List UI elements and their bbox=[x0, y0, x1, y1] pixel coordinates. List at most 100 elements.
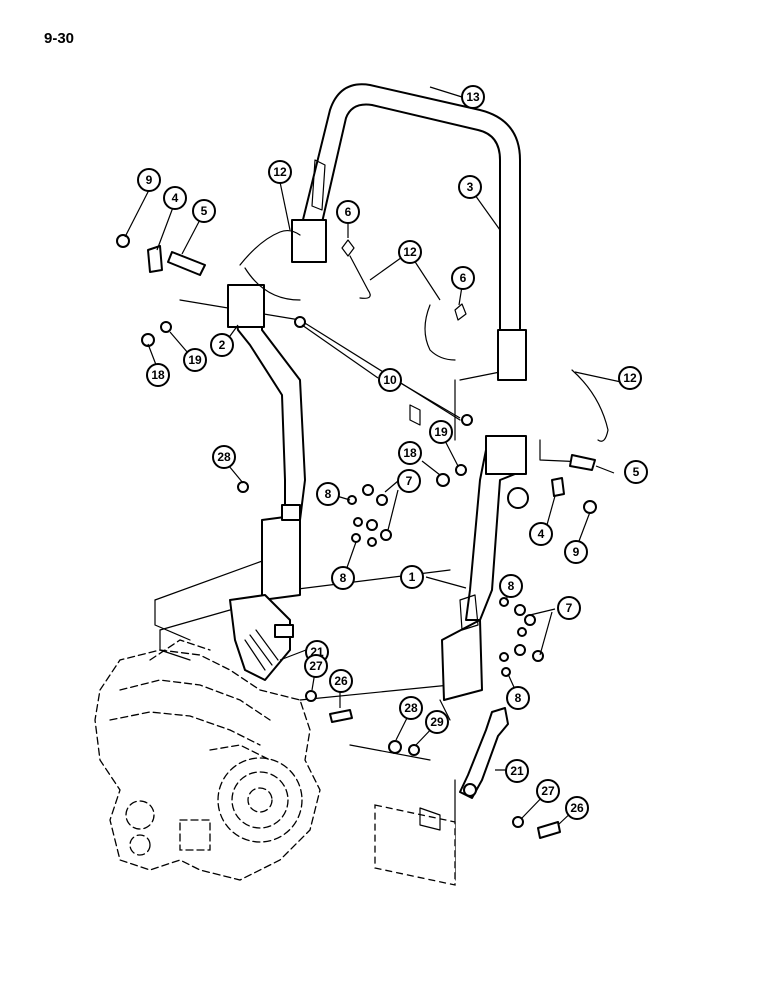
hardware-mid-right bbox=[499, 597, 544, 677]
callout-label: 8 bbox=[508, 579, 515, 593]
callout-part-27: 27 bbox=[304, 654, 328, 678]
leader-lines bbox=[124, 86, 622, 826]
callout-part-8: 8 bbox=[499, 574, 523, 598]
hardware-upper-right bbox=[424, 303, 609, 514]
rops-left-post bbox=[227, 284, 421, 601]
callout-circle bbox=[624, 460, 648, 484]
callout-part-7: 7 bbox=[557, 596, 581, 620]
callout-part-28: 28 bbox=[399, 696, 423, 720]
callout-label: 8 bbox=[340, 571, 347, 585]
callout-label: 12 bbox=[273, 165, 287, 179]
hardware-upper-left bbox=[116, 229, 371, 347]
callout-circle bbox=[425, 710, 449, 734]
callout-part-12: 12 bbox=[398, 240, 422, 264]
callout-label: 6 bbox=[460, 271, 467, 285]
callout-circle bbox=[505, 759, 529, 783]
callout-circle bbox=[316, 482, 340, 506]
callout-circle bbox=[564, 540, 588, 564]
callout-part-21: 21 bbox=[505, 759, 529, 783]
callout-circle bbox=[400, 565, 424, 589]
callout-part-19: 19 bbox=[429, 420, 453, 444]
callout-circle bbox=[268, 160, 292, 184]
callout-part-5: 5 bbox=[192, 199, 216, 223]
callout-part-4: 4 bbox=[163, 186, 187, 210]
callout-circle bbox=[618, 366, 642, 390]
callout-part-5: 5 bbox=[624, 460, 648, 484]
callout-label: 9 bbox=[573, 545, 580, 559]
callout-part-9: 9 bbox=[564, 540, 588, 564]
transmission-housing-dashed bbox=[94, 639, 321, 881]
callout-label: 8 bbox=[515, 691, 522, 705]
rops-upper-hoop bbox=[291, 83, 527, 381]
callout-part-8: 8 bbox=[331, 566, 355, 590]
callout-part-2: 2 bbox=[210, 333, 234, 357]
callout-label: 4 bbox=[172, 191, 179, 205]
callout-label: 7 bbox=[406, 474, 413, 488]
callout-label: 29 bbox=[430, 715, 444, 729]
callout-part-8: 8 bbox=[316, 482, 340, 506]
callout-circle bbox=[557, 596, 581, 620]
callout-circle bbox=[429, 420, 453, 444]
callout-circle bbox=[565, 796, 589, 820]
callout-label: 28 bbox=[217, 450, 231, 464]
callout-circle bbox=[210, 333, 234, 357]
hardware-mid-left bbox=[237, 481, 392, 547]
callout-circle bbox=[398, 240, 422, 264]
callout-circle bbox=[163, 186, 187, 210]
callout-label: 9 bbox=[146, 173, 153, 187]
rops-right-post bbox=[441, 435, 529, 701]
callout-label: 12 bbox=[623, 371, 637, 385]
page-number: 9-30 bbox=[44, 30, 75, 47]
callout-circle bbox=[529, 522, 553, 546]
callout-circle bbox=[398, 441, 422, 465]
callout-label: 12 bbox=[403, 245, 417, 259]
callout-label: 10 bbox=[383, 373, 397, 387]
callout-label: 27 bbox=[309, 659, 323, 673]
callout-part-18: 18 bbox=[146, 363, 170, 387]
callout-label: 19 bbox=[434, 425, 448, 439]
callout-circle bbox=[212, 445, 236, 469]
callout-part-1: 1 bbox=[400, 565, 424, 589]
callout-circle bbox=[378, 368, 402, 392]
callout-circle bbox=[499, 574, 523, 598]
callout-label: 5 bbox=[201, 204, 208, 218]
callout-part-12: 12 bbox=[618, 366, 642, 390]
callout-part-4: 4 bbox=[529, 522, 553, 546]
retractor-right bbox=[388, 707, 561, 839]
callout-part-28: 28 bbox=[212, 445, 236, 469]
callout-part-3: 3 bbox=[458, 175, 482, 199]
callout-label: 5 bbox=[633, 465, 640, 479]
callout-part-12: 12 bbox=[268, 160, 292, 184]
callout-part-7: 7 bbox=[397, 469, 421, 493]
callout-label: 7 bbox=[566, 601, 573, 615]
callout-circle bbox=[461, 85, 485, 109]
callout-circle bbox=[192, 199, 216, 223]
callout-circle bbox=[399, 696, 423, 720]
callout-label: 27 bbox=[541, 784, 555, 798]
callout-circle bbox=[183, 348, 207, 372]
callout-circle bbox=[331, 566, 355, 590]
callout-circle bbox=[397, 469, 421, 493]
callout-part-18: 18 bbox=[398, 441, 422, 465]
callout-circle bbox=[451, 266, 475, 290]
callout-part-8: 8 bbox=[506, 686, 530, 710]
callout-part-9: 9 bbox=[137, 168, 161, 192]
callout-label: 4 bbox=[538, 527, 545, 541]
callout-label: 26 bbox=[570, 801, 584, 815]
retractor-left bbox=[229, 594, 353, 723]
callout-part-26: 26 bbox=[329, 669, 353, 693]
callout-label: 13 bbox=[466, 90, 480, 104]
callout-part-6: 6 bbox=[336, 200, 360, 224]
callout-circle bbox=[506, 686, 530, 710]
callout-part-10: 10 bbox=[378, 368, 402, 392]
callout-circle bbox=[137, 168, 161, 192]
callout-label: 18 bbox=[151, 368, 165, 382]
callout-label: 2 bbox=[219, 338, 226, 352]
callout-label: 19 bbox=[188, 353, 202, 367]
callout-label: 21 bbox=[510, 764, 524, 778]
callout-label: 8 bbox=[325, 487, 332, 501]
callout-part-29: 29 bbox=[425, 710, 449, 734]
